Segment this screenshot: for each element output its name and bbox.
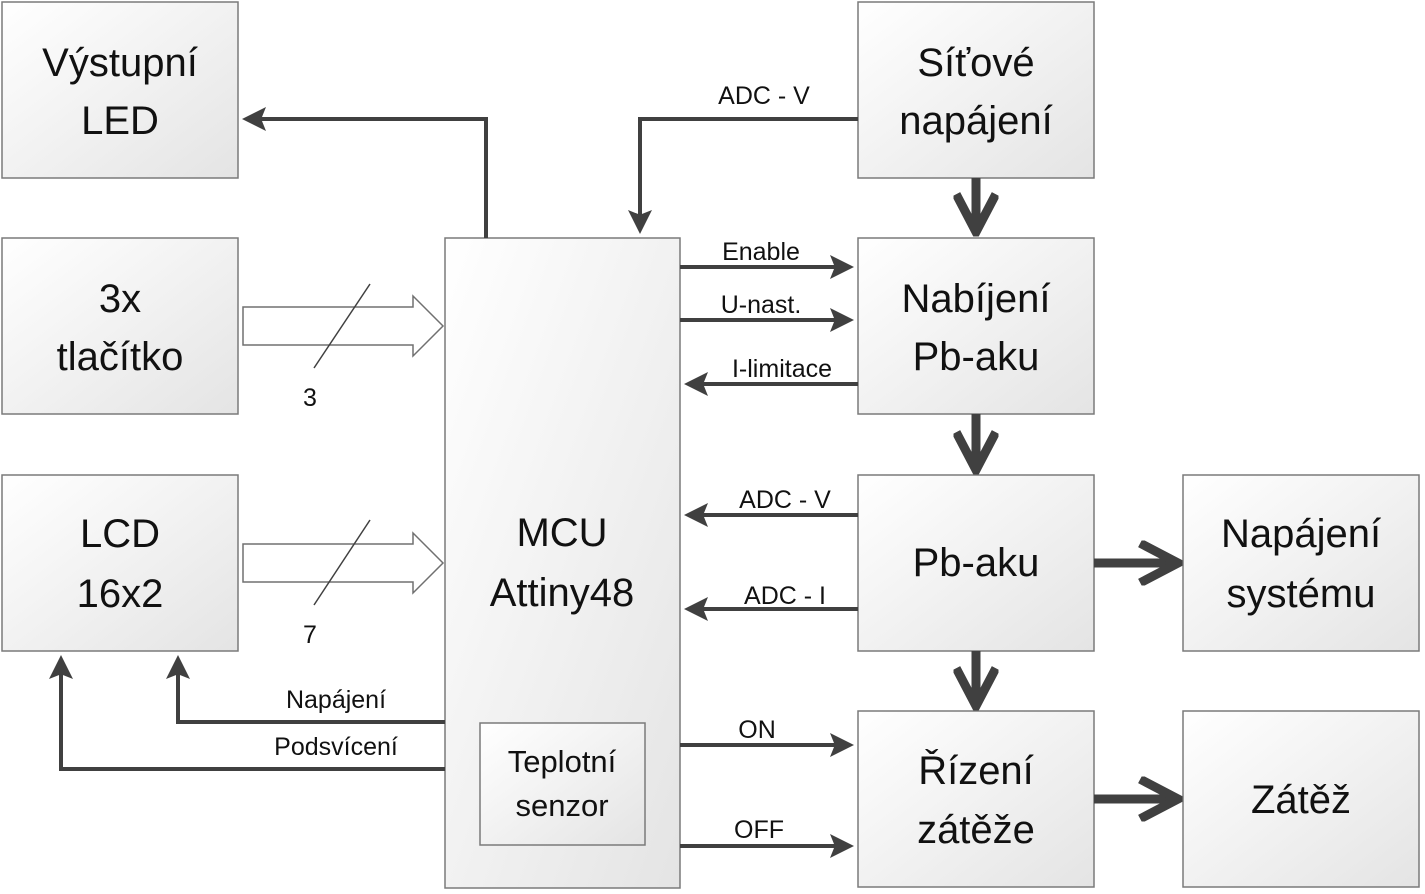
napajeni-systemu-line2: systému xyxy=(1227,572,1376,616)
block-rizeni-zateze: Řízení zátěže xyxy=(857,710,1095,888)
mcu-line1: MCU xyxy=(516,511,607,555)
lcd-line2: 16x2 xyxy=(77,572,164,616)
block-vystupni-led: Výstupní LED xyxy=(1,1,239,179)
label-adc-v: ADC - V xyxy=(739,486,831,514)
arrow-napajeni xyxy=(166,655,445,724)
label-podsviceni: Podsvícení xyxy=(274,733,398,761)
nabijeni-line1: Nabíjení xyxy=(902,277,1051,321)
bus-width-buttons: 3 xyxy=(303,384,317,412)
block-sitove-napajeni: Síťové napájení xyxy=(857,1,1095,179)
nabijeni-line2: Pb-aku xyxy=(913,335,1040,379)
bus-width-lcd: 7 xyxy=(303,621,317,649)
vystupni-led-line2: LED xyxy=(81,99,159,143)
lcd-line1: LCD xyxy=(80,512,160,556)
bus-buttons-to-mcu: 3 xyxy=(242,283,445,412)
block-napajeni-systemu: Napájení systému xyxy=(1182,474,1420,652)
arrow-podsviceni xyxy=(49,655,445,771)
label-u-nast: U-nast. xyxy=(721,291,802,319)
label-napajeni: Napájení xyxy=(286,686,386,714)
label-adc-v-top: ADC - V xyxy=(718,82,810,110)
label-on: ON xyxy=(738,716,776,744)
sitove-napajeni-line1: Síťové xyxy=(917,41,1034,85)
block-teplotni-senzor: Teplotní senzor xyxy=(479,722,646,846)
label-off: OFF xyxy=(734,816,784,844)
zatez-line1: Zátěž xyxy=(1251,778,1351,822)
napajeni-systemu-line1: Napájení xyxy=(1221,512,1381,556)
tlacitko-line2: tlačítko xyxy=(57,335,184,379)
arrow-mcu-to-led xyxy=(242,107,488,238)
block-lcd: LCD 16x2 xyxy=(1,474,239,652)
mcu-line2: Attiny48 xyxy=(490,571,635,615)
tlacitko-line1: 3x xyxy=(99,277,141,321)
block-tlacitko: 3x tlačítko xyxy=(1,237,239,415)
block-pb-aku: Pb-aku xyxy=(857,474,1095,652)
label-adc-i: ADC - I xyxy=(744,582,826,610)
teplotni-senzor-line2: senzor xyxy=(515,788,608,823)
rizeni-zateze-line1: Řízení xyxy=(918,748,1034,793)
block-zatez: Zátěž xyxy=(1182,710,1420,888)
teplotni-senzor-line1: Teplotní xyxy=(508,744,617,779)
bus-lcd-to-mcu: 7 xyxy=(242,519,445,649)
sitove-napajeni-line2: napájení xyxy=(899,99,1052,143)
vystupni-led-line1: Výstupní xyxy=(42,41,198,85)
pb-aku-line1: Pb-aku xyxy=(913,541,1040,585)
block-nabijeni: Nabíjení Pb-aku xyxy=(857,237,1095,415)
label-enable: Enable xyxy=(722,238,800,266)
arrow-adc-v-top xyxy=(628,117,858,234)
label-i-limitace: I-limitace xyxy=(732,355,832,383)
rizeni-zateze-line2: zátěže xyxy=(917,808,1035,852)
